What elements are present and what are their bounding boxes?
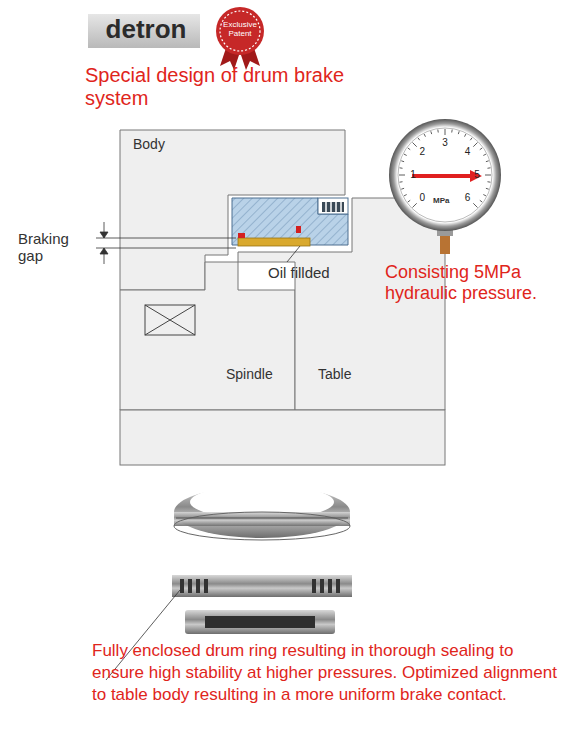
drum-ring-photo [174, 485, 350, 540]
part-name: Body [133, 136, 165, 152]
dimension-label: Braking gap [18, 230, 94, 265]
gauge-number: 0 [415, 192, 429, 204]
part-name: Table [318, 366, 351, 382]
badge [216, 7, 264, 55]
gauge-number: 2 [415, 146, 429, 158]
gauge-unit: MPa [433, 196, 449, 205]
gauge-number: 6 [461, 192, 475, 204]
part-name: Oil fillded [268, 264, 330, 281]
gauge-number: 5 [470, 169, 484, 181]
gauge-number: 4 [461, 146, 475, 158]
heading: Special design of drum brake system [85, 64, 355, 110]
pressure-gauge [389, 119, 501, 254]
logo-box [88, 14, 200, 48]
gap-dimension [96, 222, 236, 264]
leader-line [287, 246, 300, 262]
drum-ring-section [232, 198, 348, 246]
note: Consisting 5MPa hydraulic pressure. [385, 262, 550, 303]
drum-ring-section-photo [172, 575, 352, 634]
gauge-number: 3 [438, 137, 452, 149]
logo-text: detron [96, 15, 196, 45]
caption: Fully enclosed drum ring resulting in th… [92, 640, 562, 706]
part-name: Spindle [226, 366, 273, 382]
badge-text: Exclusive Patent [218, 21, 262, 39]
gauge-number: 1 [406, 169, 420, 181]
